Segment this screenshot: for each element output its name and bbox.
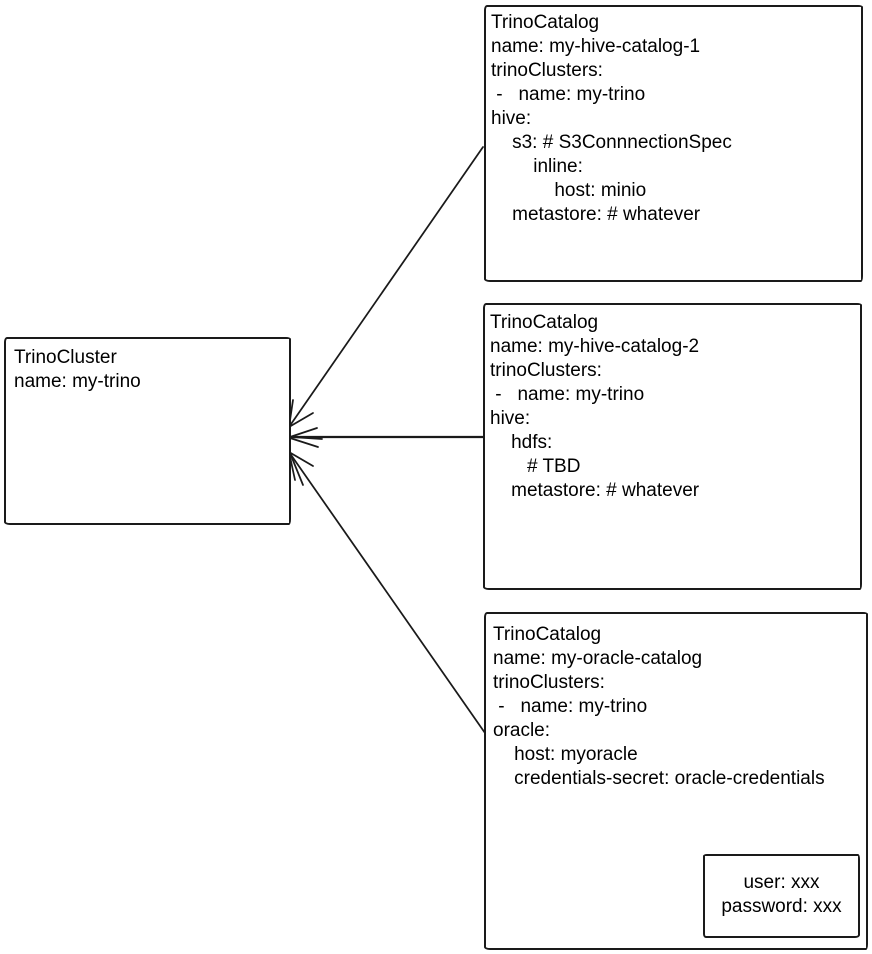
yaml-line: trinoClusters:	[493, 672, 605, 693]
yaml-line: trinoClusters:	[490, 360, 602, 381]
connector-catalog3-to-cluster	[288, 451, 486, 734]
node-title: TrinoCatalog	[490, 312, 599, 333]
yaml-line: host: myoracle	[493, 744, 638, 765]
yaml-line: name: my-hive-catalog-1	[491, 36, 701, 57]
yaml-line: oracle:	[493, 720, 551, 741]
yaml-line: s3: # S3ConnnectionSpec	[491, 132, 732, 153]
yaml-line: credentials-secret: oracle-credentials	[493, 768, 825, 789]
yaml-line: name: my-oracle-catalog	[493, 648, 703, 669]
yaml-line: hdfs:	[490, 432, 553, 453]
node-title: TrinoCatalog	[493, 624, 602, 645]
credentials-secret-node: user: xxx password: xxx	[703, 854, 860, 938]
yaml-line: hive:	[491, 108, 532, 129]
yaml-line: - name: my-trino	[493, 696, 648, 717]
yaml-line: metastore: # whatever	[490, 480, 700, 501]
yaml-line: hive:	[490, 408, 531, 429]
yaml-line: host: minio	[491, 180, 647, 201]
yaml-line: - name: my-trino	[491, 84, 646, 105]
connector-catalog2-to-cluster	[288, 427, 485, 448]
credentials-user-line: user: xxx	[743, 872, 820, 893]
yaml-line: name: my-hive-catalog-2	[490, 336, 700, 357]
yaml-line: trinoClusters:	[491, 60, 603, 81]
node-title: TrinoCluster	[14, 347, 117, 368]
yaml-line: inline:	[491, 156, 583, 177]
credentials-password-line: password: xxx	[721, 896, 842, 917]
yaml-line: - name: my-trino	[490, 384, 645, 405]
trino-catalog-2-node: TrinoCatalog name: my-hive-catalog-2 tri…	[483, 303, 862, 590]
trino-cluster-node: TrinoCluster name: my-trino	[4, 337, 291, 525]
trino-catalog-1-node: TrinoCatalog name: my-hive-catalog-1 tri…	[484, 5, 863, 282]
yaml-line: # TBD	[490, 456, 581, 477]
connector-catalog1-to-cluster	[288, 146, 484, 428]
node-title: TrinoCatalog	[491, 12, 600, 33]
yaml-line: metastore: # whatever	[491, 204, 701, 225]
yaml-line: name: my-trino	[14, 371, 141, 392]
